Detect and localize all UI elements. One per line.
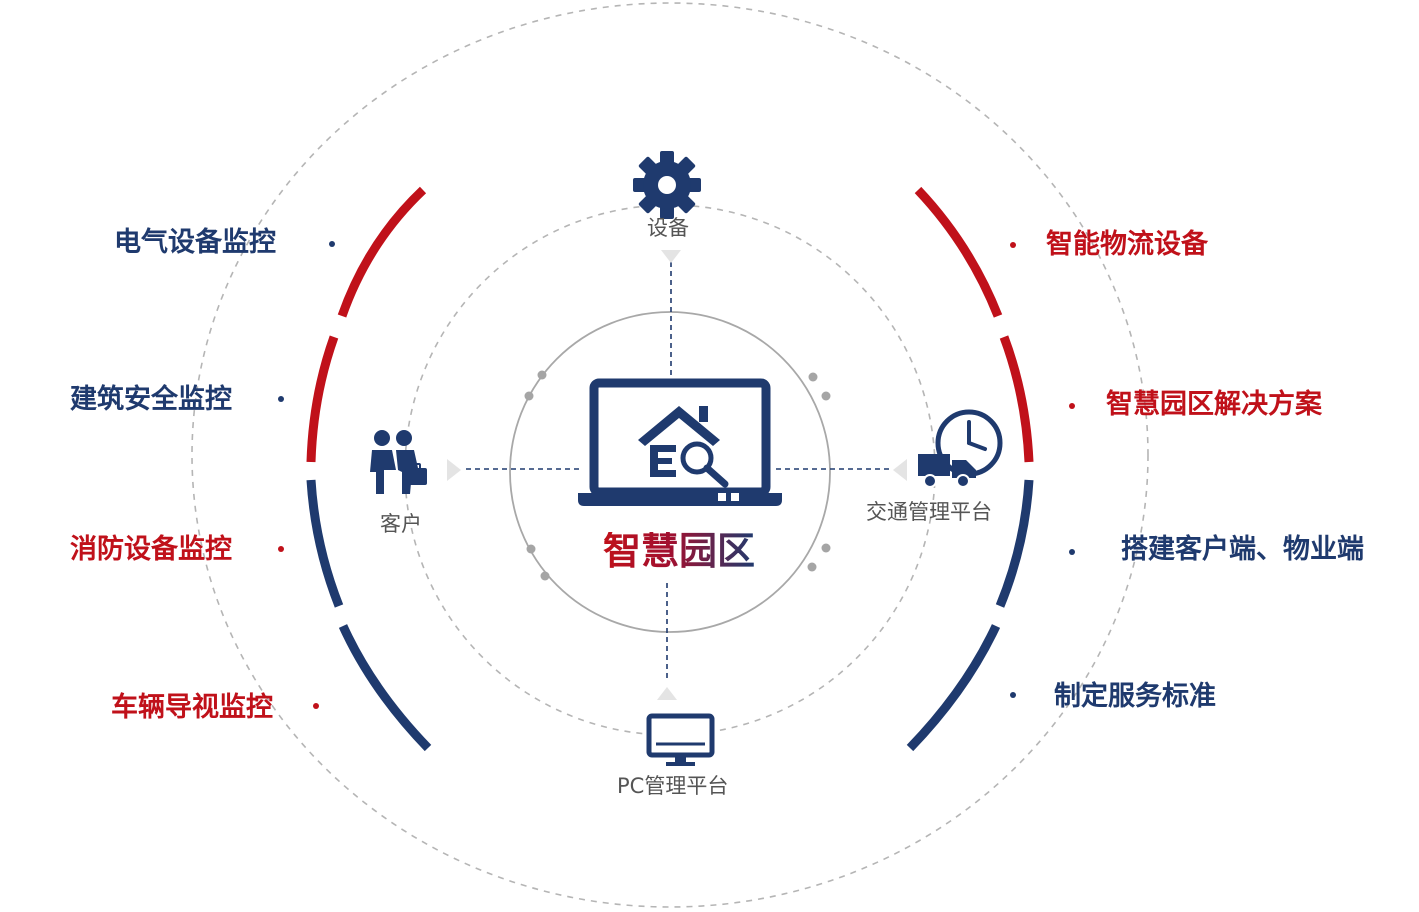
right-item-client-property-apps: 搭建客户端、物业端 [1121, 534, 1364, 565]
outer-dashed-ring [191, 2, 1149, 908]
left-item-vehicle-guidance: 车辆导视监控 [111, 692, 273, 723]
arrow-marker-right [893, 459, 907, 481]
handshake-icon [370, 430, 427, 494]
connectors [466, 262, 890, 682]
bullet [1069, 549, 1075, 555]
left-arc-navy-2 [338, 624, 432, 752]
ring-dot [808, 372, 818, 382]
node-label-pc-platform: PC管理平台 [617, 774, 729, 798]
arrow-marker-left [447, 459, 461, 481]
left-item-fire-equipment: 消防设备监控 [70, 534, 232, 565]
delivery-truck-clock-icon [918, 409, 1003, 488]
ring-dot [524, 391, 534, 401]
bullet [278, 396, 284, 402]
right-item-logistics-equipment: 智能物流设备 [1046, 229, 1208, 260]
node-label-traffic-platform: 交通管理平台 [866, 500, 992, 524]
right-arc-red-2 [999, 335, 1034, 463]
ring-dot [540, 571, 550, 581]
bullet [1010, 692, 1016, 698]
ring-dot [526, 544, 536, 554]
left-item-electrical-monitoring: 电气设备监控 [114, 227, 276, 258]
right-arc-navy-1 [995, 479, 1034, 608]
node-label-device: 设备 [647, 216, 689, 240]
ring-dot [537, 370, 547, 380]
right-item-smart-park-solution: 智慧园区解决方案 [1106, 389, 1322, 420]
bullet [329, 241, 335, 247]
right-arc-red-1 [914, 186, 1003, 318]
ring-dot [821, 391, 831, 401]
inner-solid-ring [509, 311, 831, 633]
arrow-marker-bottom [657, 687, 677, 700]
right-arc-segments [906, 186, 1034, 752]
right-arc-navy-2 [906, 624, 1001, 752]
node-label-customer: 客户 [380, 512, 422, 536]
ring-dot [807, 562, 817, 572]
left-arc-navy-1 [306, 479, 344, 608]
bullet [278, 546, 284, 552]
center-title: 智慧园区 [603, 529, 756, 573]
left-arc-segments [306, 186, 432, 752]
monitor-icon [646, 713, 715, 766]
right-item-service-standards: 制定服务标准 [1054, 681, 1216, 712]
left-arc-red-2 [306, 335, 339, 463]
left-item-building-safety: 建筑安全监控 [70, 384, 232, 415]
arrow-markers [447, 250, 907, 700]
bullet [1010, 242, 1016, 248]
bullet [313, 703, 319, 709]
bullet [1069, 403, 1075, 409]
arrow-marker-top [661, 250, 681, 263]
gear-icon [633, 151, 701, 219]
ring-dot [821, 543, 831, 553]
inner-ring-dots [524, 370, 831, 581]
laptop-smart-home-icon [578, 378, 782, 506]
left-arc-red-1 [337, 186, 427, 318]
